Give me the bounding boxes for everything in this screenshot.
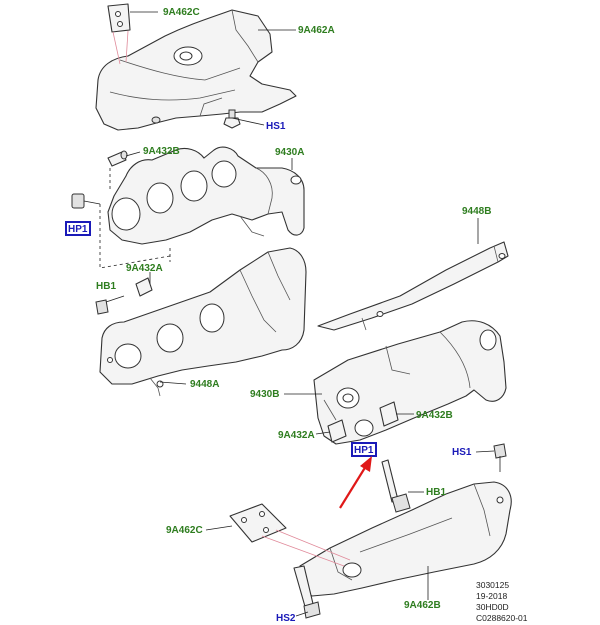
label-9A432A-top: 9A432A [126, 263, 163, 274]
highlight-box-HP1-center [351, 442, 377, 457]
reference-code-block: 3030125 19-2018 30HD0D C0288620-01 [476, 580, 528, 623]
label-9A432B-top: 9A432B [143, 146, 180, 157]
label-9A462C-bottom: 9A462C [166, 525, 203, 536]
label-9A462B: 9A462B [404, 600, 441, 611]
screw-HS2 [293, 565, 321, 619]
label-9430A: 9430A [275, 147, 304, 158]
label-9448A: 9448A [190, 379, 219, 390]
bracket-9A462C-top [107, 3, 131, 65]
label-HS1-right: HS1 [452, 447, 472, 458]
bolt-HB1-left [95, 295, 125, 315]
label-HS2: HS2 [276, 613, 296, 624]
label-HS1-top: HS1 [266, 121, 286, 132]
label-HP1-center: HP1 [354, 445, 374, 456]
nut-9A432B-bottom [379, 401, 399, 427]
nut-9A432A-bottom [327, 419, 347, 443]
label-HB1-right: HB1 [426, 487, 446, 498]
label-9A432A-bottom: 9A432A [278, 430, 315, 441]
highlight-arrow [339, 456, 372, 509]
label-9A462A: 9A462A [298, 25, 335, 36]
heat-shield-9A462B [299, 481, 512, 597]
screw-HS1-right [493, 443, 507, 472]
screw-HS1-top [223, 109, 241, 129]
reference-line-2: 19-2018 [476, 591, 507, 601]
reference-line-3: 30HD0D [476, 602, 509, 612]
heat-shield-9448A [99, 247, 307, 397]
bracket-9A462C-bottom [229, 503, 351, 567]
label-HP1-left: HP1 [68, 224, 88, 235]
heat-shield-9A462A [95, 9, 297, 131]
label-9448B: 9448B [462, 206, 491, 217]
heat-shield-9448B [317, 241, 509, 331]
nut-9A432A-top [135, 277, 153, 297]
highlight-box-HP1-left [65, 221, 91, 236]
manifold-9430A [107, 146, 305, 245]
label-9A432B-bottom: 9A432B [416, 410, 453, 421]
manifold-9430B [313, 320, 507, 445]
stud-HP1-left [71, 193, 101, 209]
nut-9A432B-top [107, 150, 128, 167]
label-9A462C-top: 9A462C [163, 7, 200, 18]
reference-line-1: 3030125 [476, 580, 509, 590]
label-HB1-left: HB1 [96, 281, 116, 292]
reference-line-4: C0288620-01 [476, 613, 528, 623]
label-9430B: 9430B [250, 389, 279, 400]
leader-lines [125, 11, 495, 617]
bolt-HB1-right [381, 459, 411, 513]
